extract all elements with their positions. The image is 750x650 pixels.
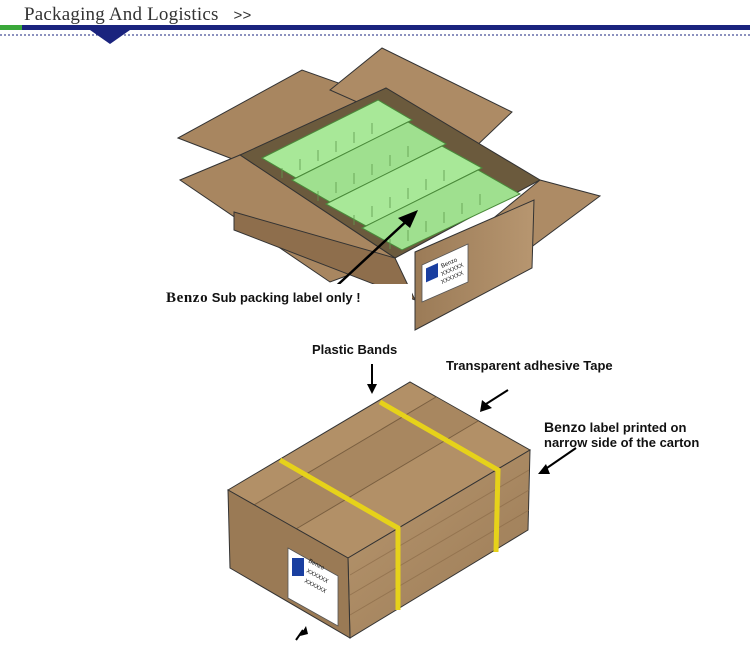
breadcrumb-arrows: >> (233, 7, 252, 24)
sub-packing-brand: Benzo (166, 290, 209, 306)
header-pointer (90, 30, 130, 44)
carton-front-wall (414, 199, 535, 331)
sub-packing-label: Benzo XXXXXX XXXXXX (421, 243, 469, 303)
benzo-brand: Benzo (544, 419, 586, 435)
plastic-bands-callout: Plastic Bands (312, 342, 398, 357)
sub-label-arrow-line (329, 215, 413, 293)
plastic-bands (278, 399, 501, 610)
benzo-label-callout-line2: narrow side of the carton (544, 435, 700, 450)
label-arrow-line (543, 447, 577, 471)
benzo-label-callout-line1: Benzo label printed on (544, 419, 699, 436)
bands-arrowhead (367, 384, 377, 394)
sub-packing-text: Sub packing label only ! (211, 290, 361, 305)
bottom-arrowhead (300, 626, 308, 636)
page-title-text: Packaging And Logistics (24, 4, 219, 25)
page-title: Packaging And Logistics >> (24, 4, 251, 26)
sub-label-arrowhead (398, 210, 418, 228)
open-carton: Benzo XXXXXX XXXXXX (160, 47, 602, 331)
tape-arrowhead (480, 400, 492, 412)
benzo-label-callout: Benzo label printed on narrow side of th… (544, 419, 700, 451)
header-rule (0, 25, 750, 44)
page-header: Packaging And Logistics >> (0, 0, 750, 46)
label-arrowhead (538, 464, 550, 474)
benzo-big-logo-icon (292, 558, 304, 576)
benzo-logo-icon (426, 262, 438, 283)
sub-packing-callout: Benzo Sub packing label only ! (166, 290, 361, 307)
closed-carton: Benzo XXXXXX XXXXXX (227, 364, 577, 641)
header-accent-green (0, 25, 22, 30)
benzo-line1-rest: label printed on (589, 420, 687, 435)
header-bar (22, 25, 750, 30)
sub-label-backing (160, 284, 412, 310)
green-trays (260, 99, 522, 251)
tape-arrow-line (485, 389, 509, 405)
adhesive-tape (254, 397, 478, 529)
callout-arrows (295, 364, 577, 641)
bottom-arrow-line (295, 629, 304, 641)
tape-callout: Transparent adhesive Tape (446, 358, 613, 373)
